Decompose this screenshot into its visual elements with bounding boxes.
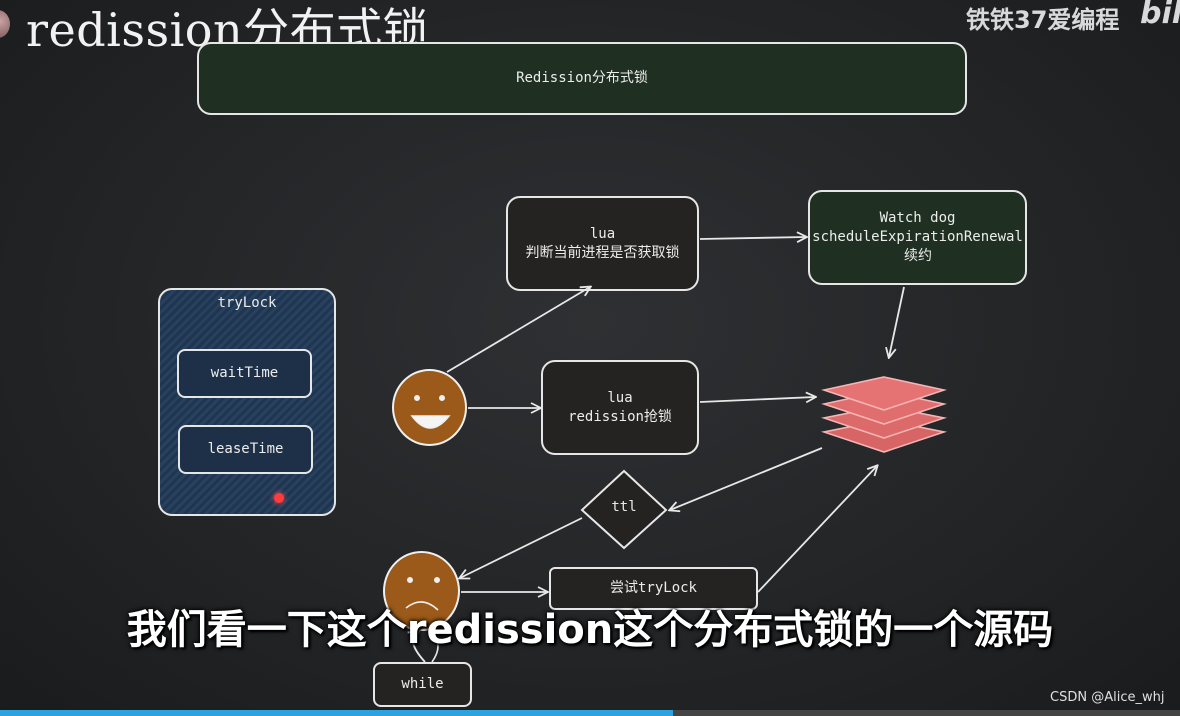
redis-stack-icon [820, 376, 948, 453]
ttl-diamond [580, 469, 668, 550]
lua-grab-line1: lua [607, 389, 633, 406]
retry-label: 尝试tryLock [609, 580, 697, 596]
waittime-label: waitTime [210, 365, 279, 381]
trylock-title: tryLock [217, 295, 277, 311]
lua-check-box: lua 判断当前进程是否获取锁 [506, 196, 699, 291]
sad-face-icon [383, 551, 460, 631]
arrow-watchdog-to-redis [889, 286, 905, 357]
trylock-panel: tryLock [158, 288, 336, 516]
cursor-pointer-dot [274, 493, 284, 503]
happy-face-icon [392, 369, 467, 446]
lua-check-line2: 判断当前进程是否获取锁 [525, 244, 680, 261]
arrow-retry-to-redis [757, 466, 877, 593]
retry-trylock-box: 尝试tryLock [549, 567, 758, 610]
arrow-face-to-lua-check [446, 287, 590, 373]
watchdog-line3: 续约 [904, 248, 932, 264]
while-box: while [373, 662, 472, 707]
progress-fill [0, 710, 673, 716]
channel-brand: 铁铁37爱编程 [966, 6, 1120, 34]
arrow-while-loop [413, 632, 426, 663]
arrow-lua-check-to-watchdog [699, 237, 806, 239]
leasetime-label: leaseTime [207, 441, 284, 457]
bilibili-logo: bil [1140, 0, 1180, 31]
arrow-redis-to-ttl [670, 447, 823, 510]
banner-label: Redission分布式锁 [516, 70, 648, 86]
arrow-lua-grab-to-redis [699, 397, 815, 402]
sad-face-features [405, 576, 440, 611]
arrow-ttl-to-sad-face [460, 517, 583, 578]
lua-grab-line2: redission抢锁 [568, 408, 672, 425]
waittime-box: waitTime [177, 349, 312, 398]
happy-face-features [410, 394, 451, 429]
lua-check-line1: lua [589, 225, 616, 242]
lua-grab-box: lua redission抢锁 [541, 360, 699, 455]
while-label: while [401, 676, 444, 692]
watchdog-line2: scheduleExpirationRenewal [812, 229, 1023, 245]
watermark: CSDN @Alice_whj [1050, 690, 1165, 705]
planet-decoration [0, 10, 10, 38]
watchdog-line1: Watch dog [879, 210, 956, 226]
video-caption: 我们看一下这个redission这个分布式锁的一个源码 [126, 607, 1054, 653]
leasetime-box: leaseTime [178, 425, 313, 474]
banner-box: Redission分布式锁 [197, 42, 967, 115]
watchdog-box: Watch dog scheduleExpirationRenewal 续约 [808, 190, 1027, 285]
ttl-label: ttl [611, 499, 637, 515]
